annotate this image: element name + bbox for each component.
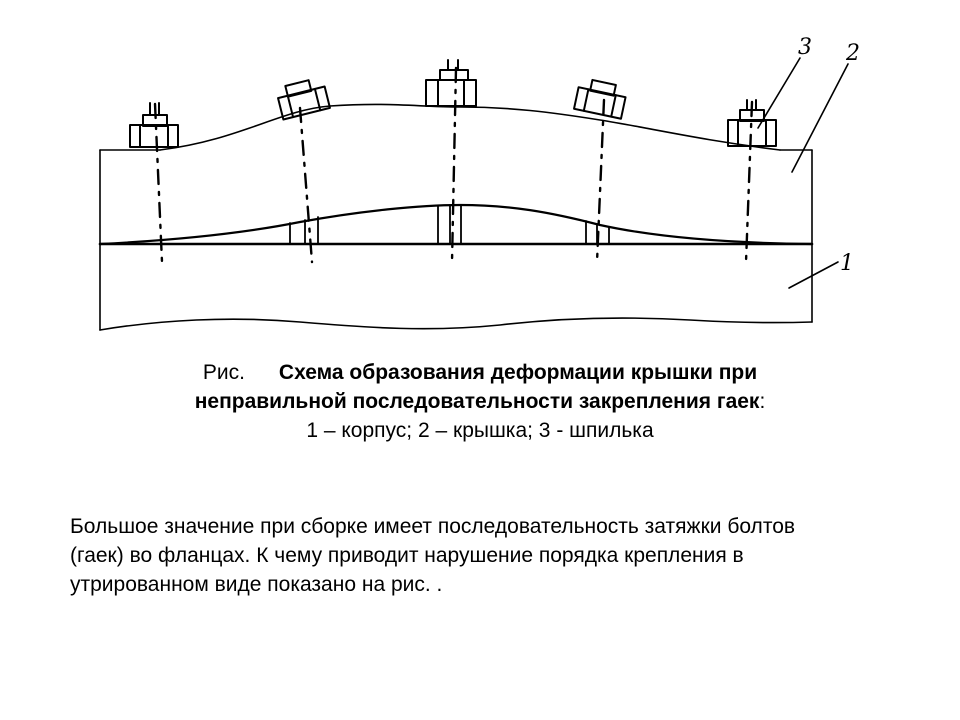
nut-2 — [277, 79, 331, 121]
nut-5 — [727, 99, 777, 147]
paragraph-line-2: (гаек) во фланцах. К чему приводит наруш… — [70, 544, 744, 567]
caption-colon: : — [759, 390, 766, 413]
caption-legend: 1 – корпус; 2 – крышка; 3 - шпилька — [306, 419, 654, 442]
callout-cover: 2 — [845, 41, 860, 66]
stud-lines — [153, 66, 754, 264]
paragraph-line-1: Большое значение при сборке имеет послед… — [70, 515, 796, 538]
caption-label: Рис. — [202, 361, 245, 384]
nut-4 — [573, 78, 627, 120]
diagram-canvas: 1 2 3 — [98, 35, 860, 331]
nut-1 — [129, 102, 179, 148]
housing-body — [98, 149, 814, 331]
caption-title-line1: Схема образования деформации крышки при — [278, 361, 758, 384]
nut-3 — [425, 59, 477, 107]
caption-title-line2: неправильной последовательности закрепле… — [194, 390, 760, 413]
deformation-diagram: 1 2 3 — [0, 0, 960, 350]
gap-marks — [289, 204, 610, 245]
callout-housing: 1 — [840, 251, 854, 276]
paragraph-line-3: утрированном виде показано на рис. . — [70, 573, 443, 596]
figure-caption: Рис. Схема образования деформации крышки … — [120, 358, 840, 445]
body-paragraph: Большое значение при сборке имеет послед… — [70, 512, 920, 599]
leader-lines — [757, 57, 849, 289]
callout-stud: 3 — [798, 35, 812, 60]
